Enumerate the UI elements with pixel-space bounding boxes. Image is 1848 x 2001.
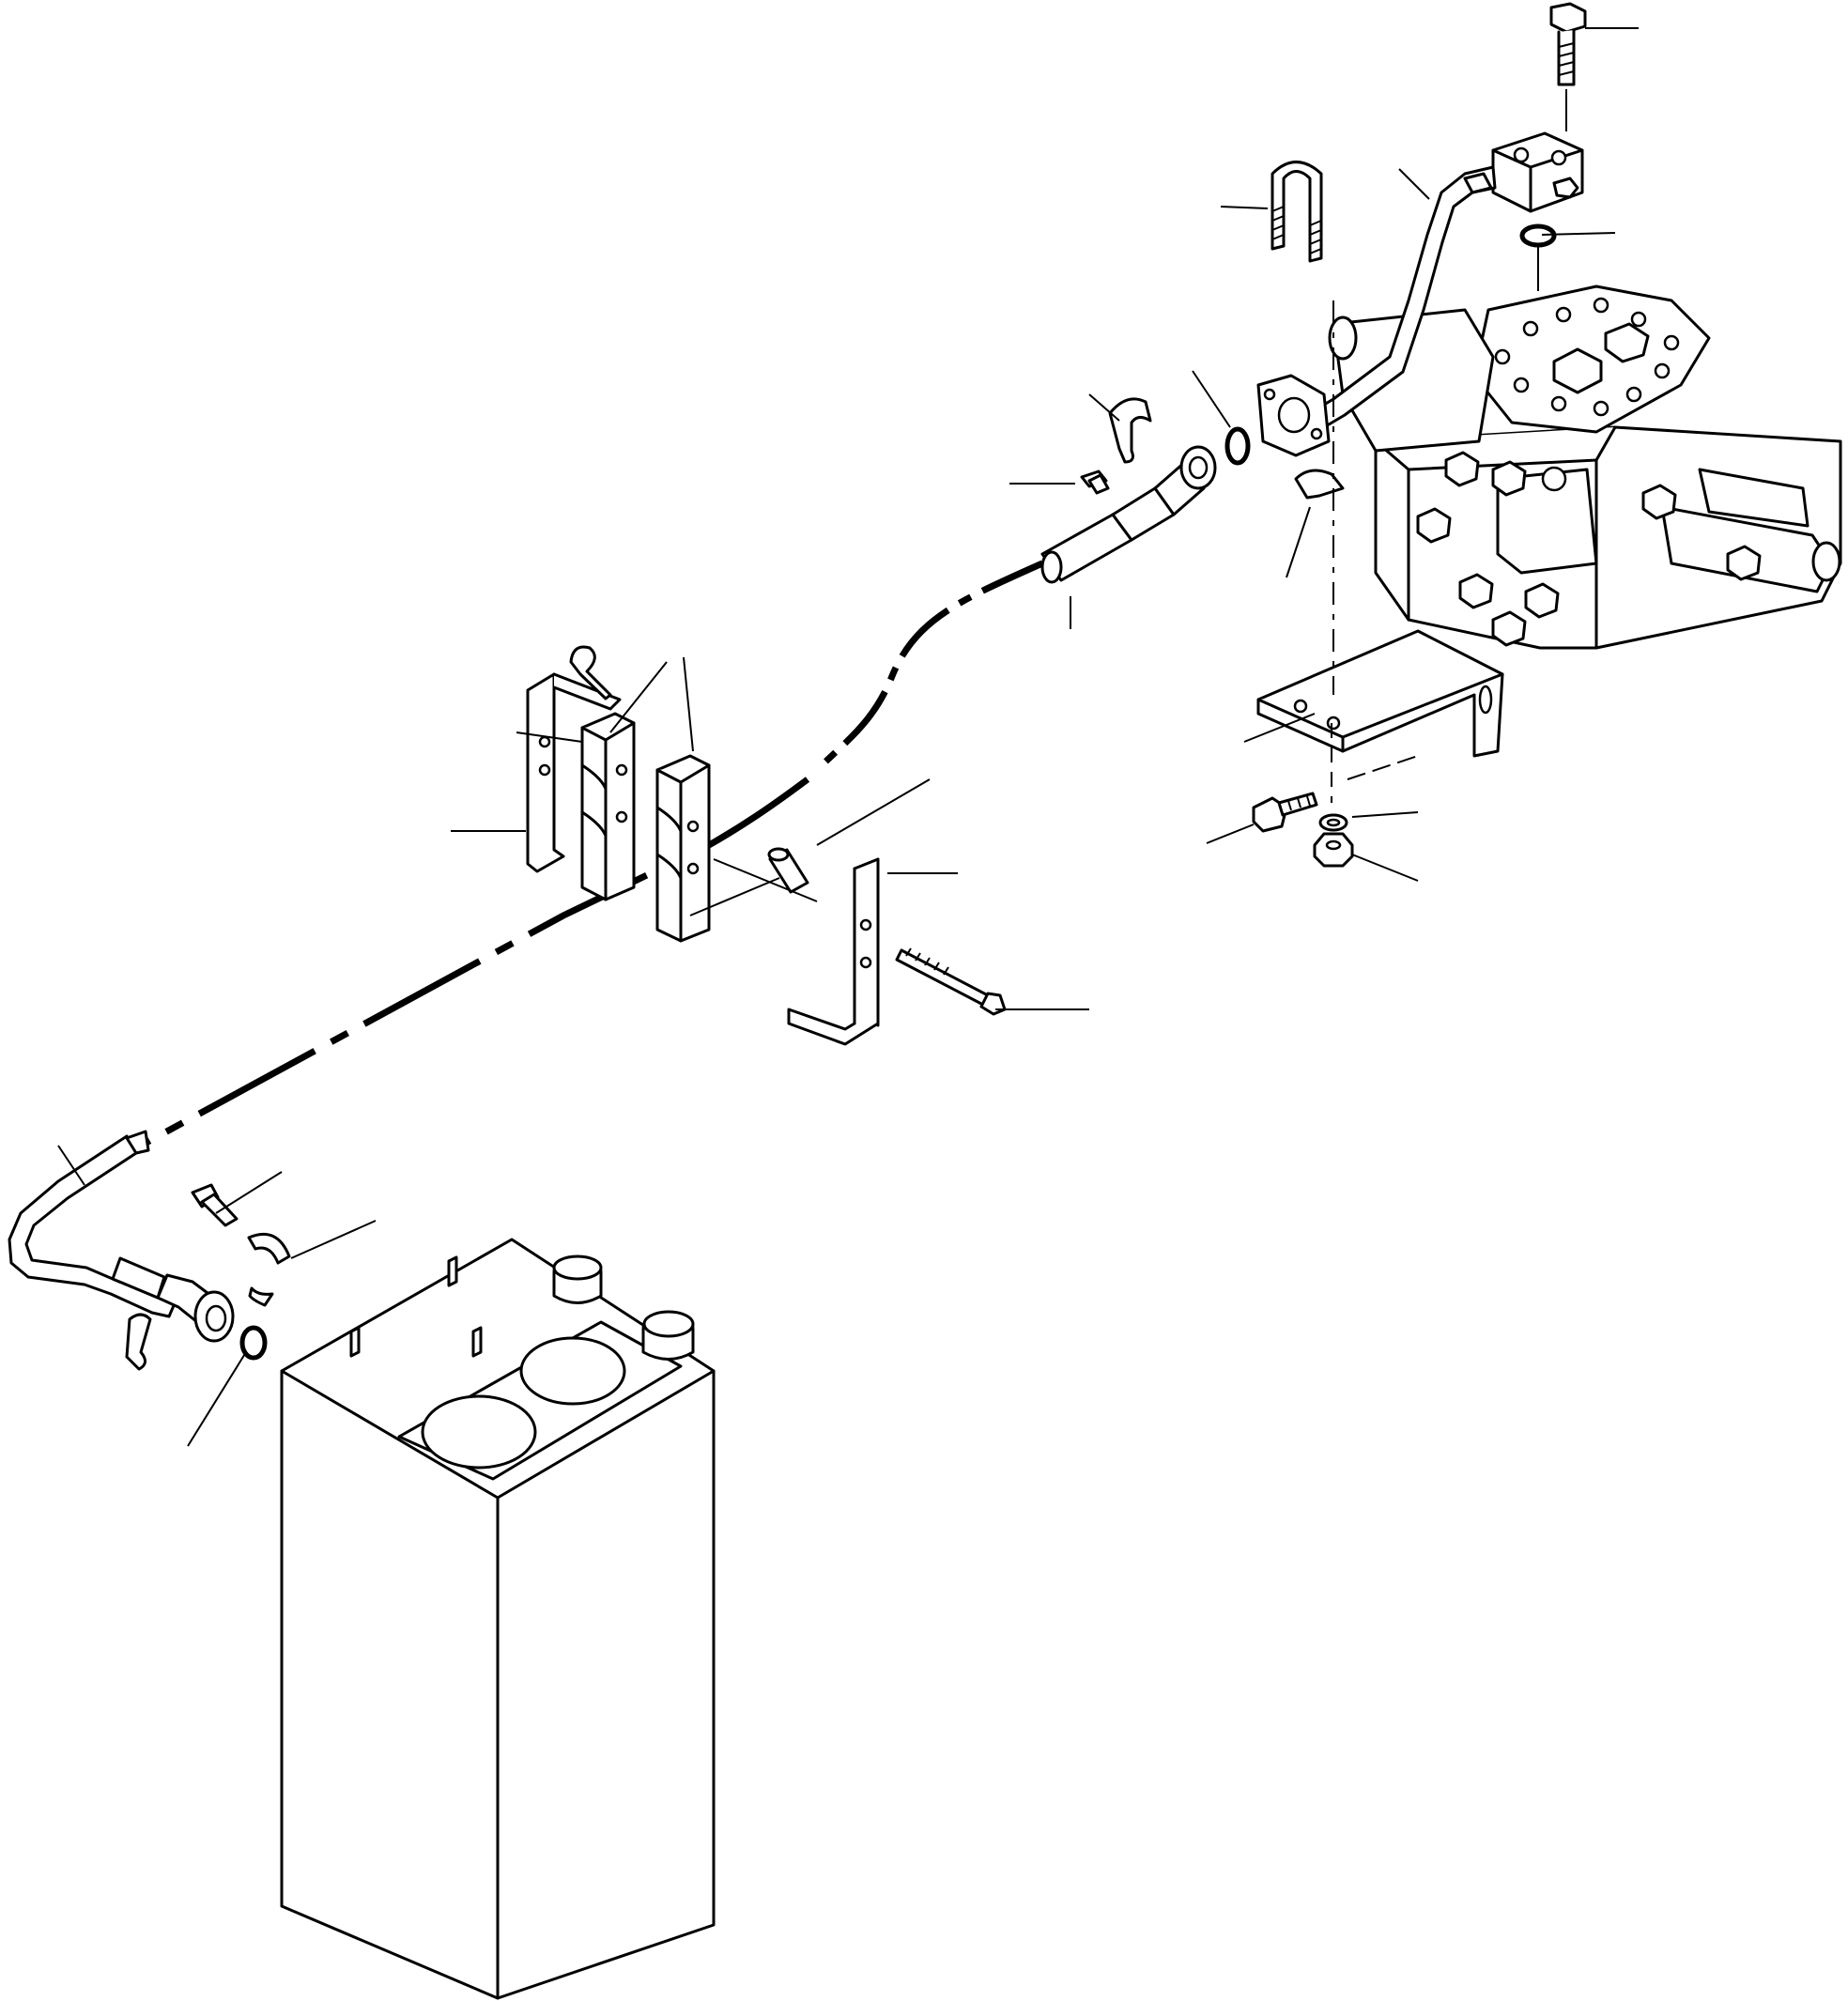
valve-bolts: [1416, 451, 1762, 647]
mounting-bracket: [1256, 629, 1504, 758]
washer: [1318, 813, 1348, 832]
clamp-screw: [1080, 469, 1110, 495]
o-ring: [1519, 223, 1557, 248]
hydraulic-tank: [280, 1238, 716, 2000]
o-ring-3: [239, 1325, 268, 1361]
spacer-tube: [767, 847, 809, 894]
tank-flange-clamp: [125, 1232, 291, 1371]
tank-clamp-screw: [191, 1183, 239, 1227]
flange-bolt: [1549, 2, 1587, 131]
hose-clamp-block-2: [655, 754, 711, 943]
hose-clamp-block: [580, 712, 636, 901]
nut: [1313, 832, 1354, 868]
leader-lines: [57, 27, 1639, 1447]
long-bolt: [895, 947, 1007, 1016]
alignment-lines: [689, 300, 1419, 916]
cotter-pin: [569, 645, 612, 700]
hose-assembly: [1040, 445, 1217, 584]
tank-elbow-tube: [8, 1130, 235, 1343]
top-flange: [1491, 131, 1584, 213]
control-valve: [1328, 285, 1842, 650]
valve-cover-holes: [1494, 297, 1680, 417]
o-ring-2: [1224, 426, 1251, 466]
flange-clamp: [1108, 397, 1345, 500]
u-bolt: [1270, 161, 1323, 263]
clamp-bracket: [526, 672, 622, 873]
split-flange: [1256, 374, 1331, 457]
bracket-bolt: [1252, 792, 1318, 833]
mounting-bracket-2: [787, 857, 880, 1046]
